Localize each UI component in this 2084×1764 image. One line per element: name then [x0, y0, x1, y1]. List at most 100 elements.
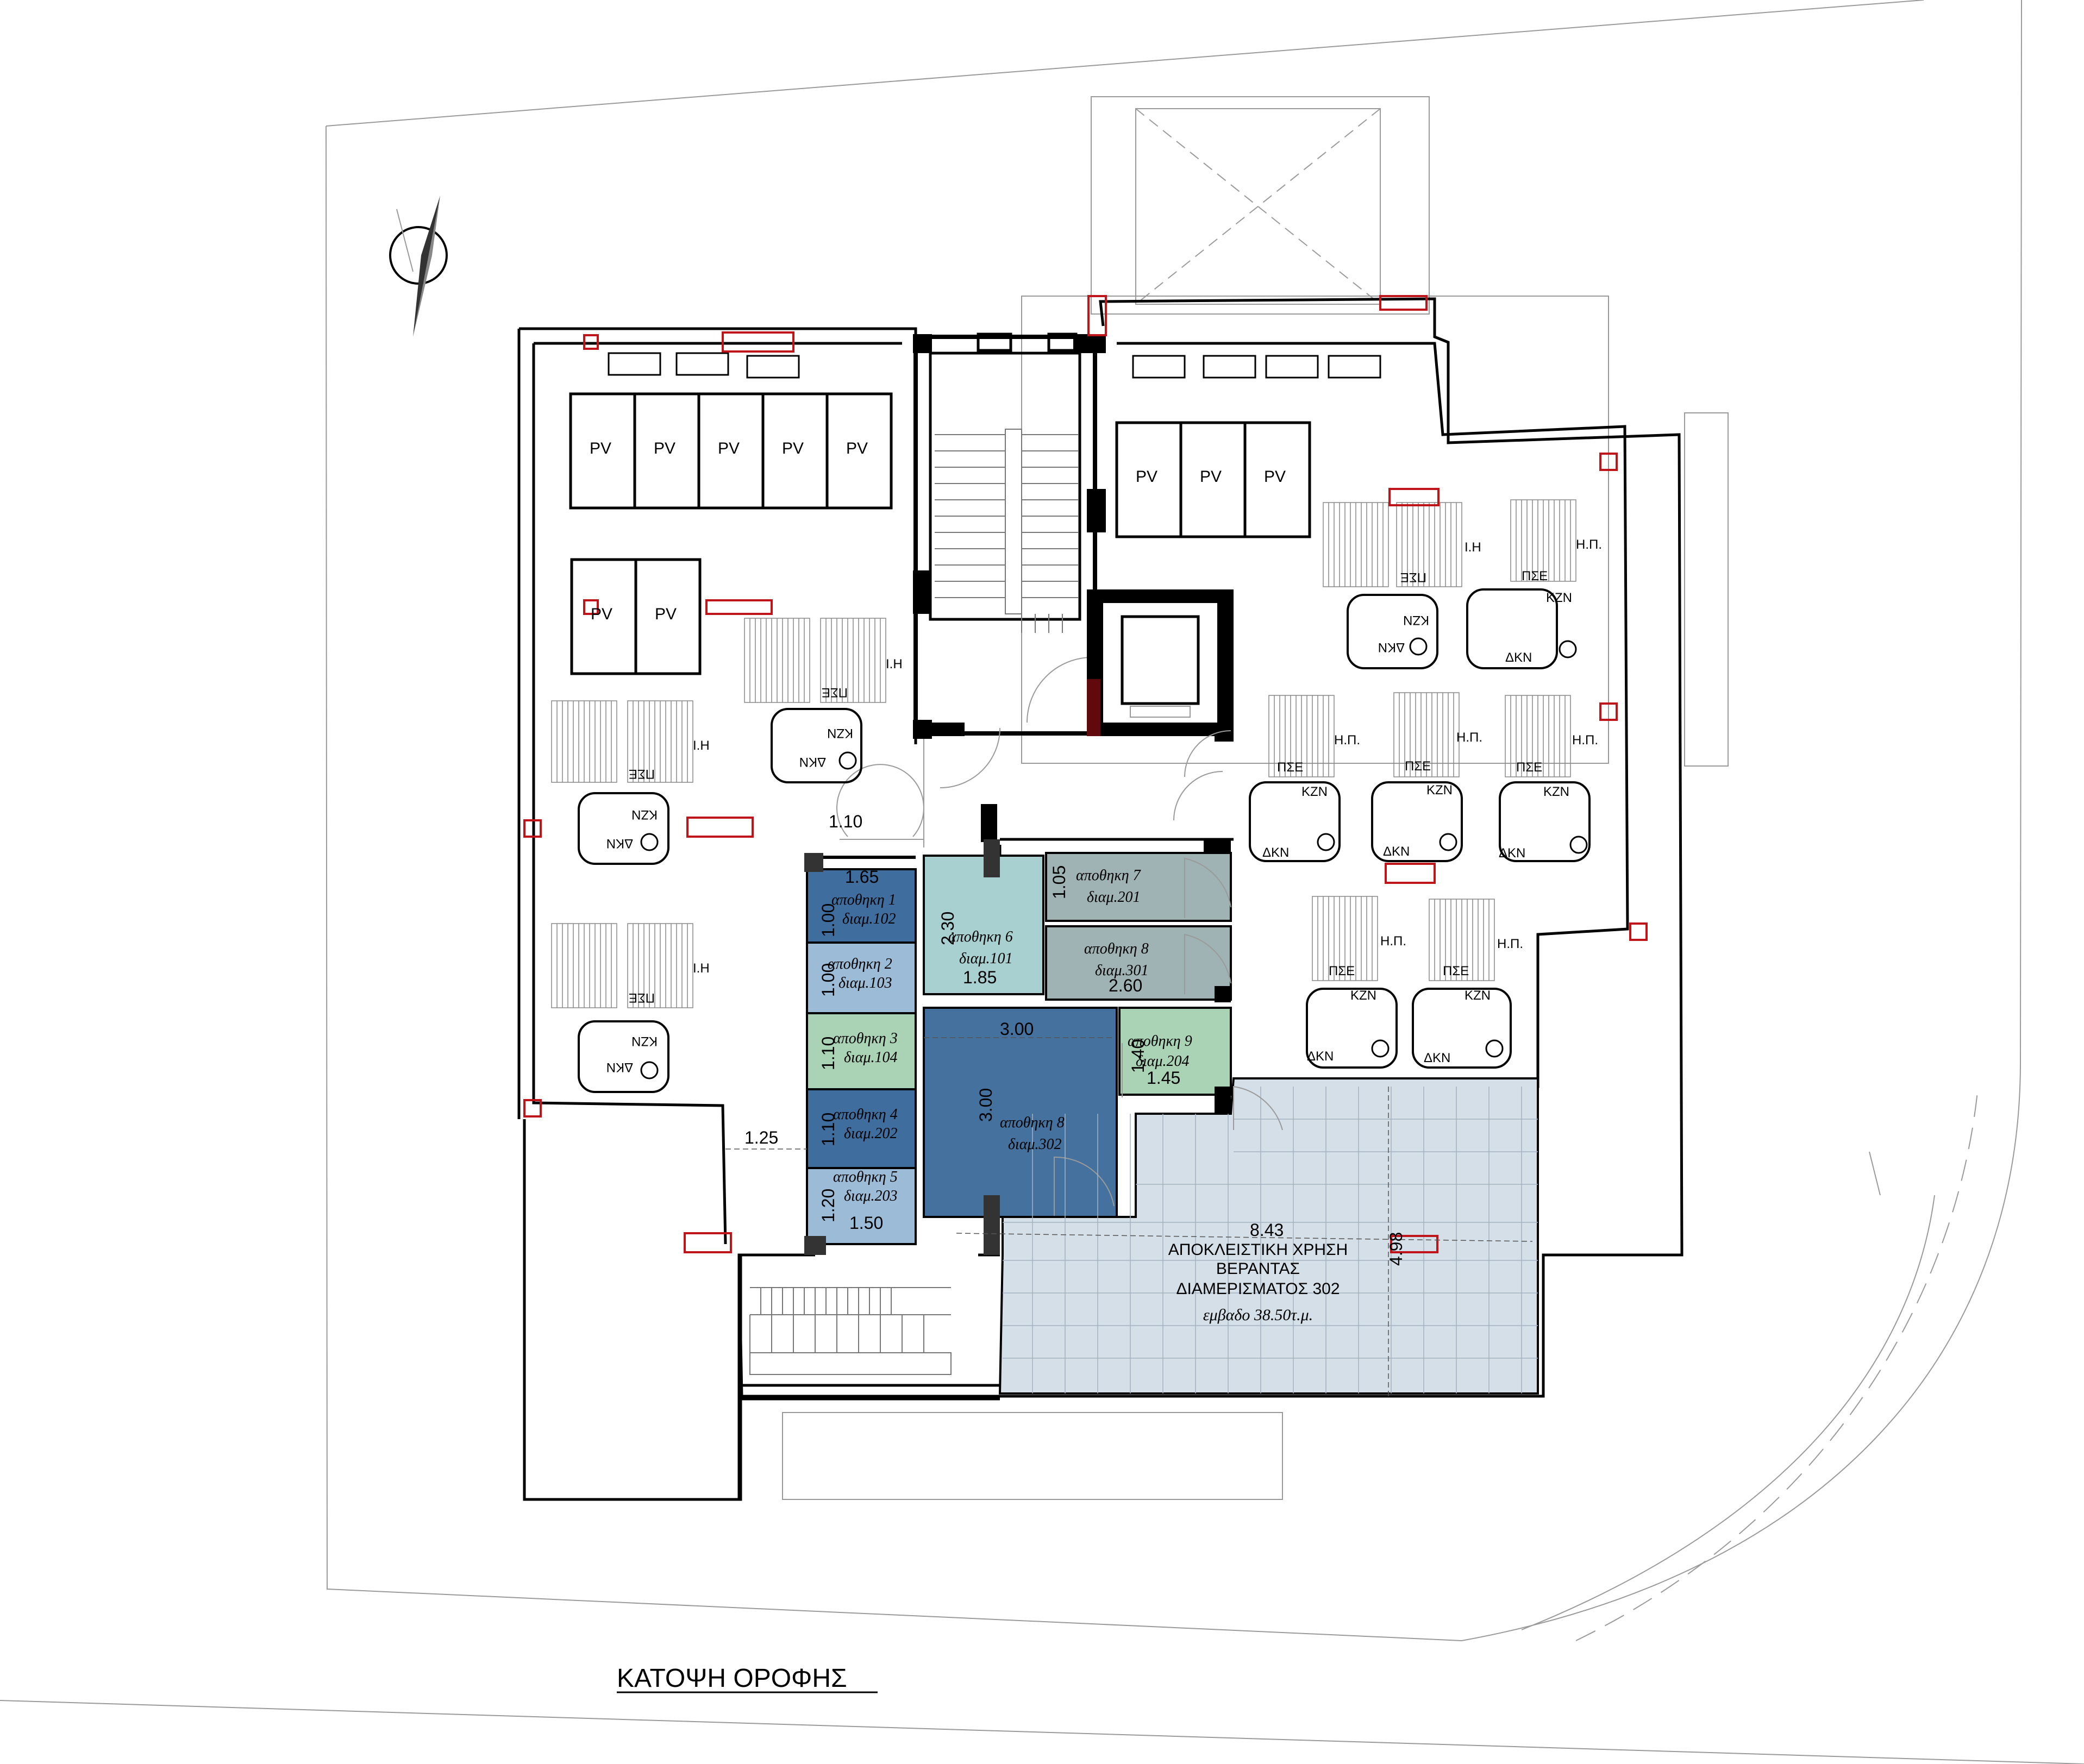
dkn-label: ΔΚΝ [606, 836, 633, 851]
hp-label: Η.Π. [1497, 937, 1523, 951]
storage-room-7 [1045, 852, 1232, 922]
kzn-label: ΚΖΝ [1301, 784, 1328, 799]
storage-area [804, 839, 1232, 1255]
kzn-label: ΚΖΝ [631, 1034, 658, 1049]
pv-label: PV [655, 605, 677, 623]
dkn-label: ΔΚΝ [1499, 846, 1525, 861]
pv-label: PV [718, 440, 740, 457]
kzn-label: ΚΖΝ [827, 726, 853, 740]
storage-1-unit: διαμ.102 [842, 911, 896, 927]
pse-label: ΠΣΕ [1443, 964, 1469, 978]
storage-room-1 [806, 868, 917, 944]
storage-4-name: αποθηκη 4 [833, 1106, 898, 1123]
dim-storage-4-depth: 1.10 [818, 1113, 838, 1146]
storage-3-name: αποθηκη 3 [833, 1030, 898, 1047]
dimension-lines [725, 1037, 1533, 1396]
dim-storage-8b-width: 3.00 [1000, 1019, 1034, 1039]
pv-panels-left-top [569, 392, 893, 510]
kzn-label: ΚΖΝ [631, 807, 658, 822]
kzn-label: ΚΖΝ [1465, 988, 1491, 1003]
pse-label: ΠΣΕ [1405, 759, 1431, 774]
dim-storage-3-depth: 1.10 [818, 1037, 838, 1070]
pv-label: PV [782, 440, 804, 457]
red-markers [523, 295, 1648, 1253]
dkn-label: ΔΚΝ [1307, 1049, 1334, 1064]
pse-label: ΠΣΕ [629, 767, 655, 781]
terrace-label: ΑΠΟΚΛΕΙΣΤΙΚΗ ΧΡΗΣΗ ΒΕΡΑΝΤΑΣ ΔΙΑΜΕΡΙΣΜΑΤΟ… [1168, 1241, 1348, 1324]
storage-room-6 [923, 855, 1044, 995]
storage-room-8b [923, 1007, 1118, 1218]
dim-storage-8b-depth: 3.00 [976, 1088, 996, 1122]
hp-label: Η.Π. [1456, 730, 1482, 745]
north-arrow [389, 196, 448, 337]
dkn-label: ΔΚΝ [799, 755, 826, 769]
pv-label: PV [1136, 468, 1157, 486]
kzn-label: ΚΖΝ [1543, 784, 1569, 799]
collector-right-1 [1323, 502, 1462, 587]
dim-terrace-depth: 4.98 [1386, 1232, 1406, 1266]
pse-label: ΠΣΕ [1329, 964, 1355, 978]
storage-5-name: αποθηκη 5 [833, 1169, 898, 1185]
ih-label: Ι.Η [693, 738, 710, 753]
dkn-label: ΔΚΝ [1505, 650, 1532, 665]
pv-label: PV [590, 440, 611, 457]
hp-label: Η.Π. [1576, 537, 1602, 552]
storage-8b-name: αποθηκη 8 [1000, 1114, 1065, 1131]
pse-label: ΠΣΕ [1277, 760, 1303, 775]
storage-room-4 [806, 1088, 917, 1169]
collector-right-2 [1510, 499, 1576, 582]
dim-storage-6-width: 1.85 [963, 968, 997, 987]
storage-7-unit: διαμ.201 [1087, 889, 1141, 906]
drawing-title: ΚΑΤΟΨΗ ΟΡΟΦΗΣ [617, 1664, 878, 1693]
stair-core [913, 332, 1106, 739]
storage-7-name: αποθηκη 7 [1076, 867, 1141, 884]
storage-9-name: αποθηκη 9 [1128, 1033, 1192, 1050]
hp-label: Η.Π. [1334, 733, 1360, 748]
pse-label: ΠΣΕ [1522, 569, 1548, 583]
dkn-label: ΔΚΝ [1262, 845, 1289, 860]
dkn-label: ΔΚΝ [1424, 1051, 1450, 1065]
dim-storage-7-depth: 1.05 [1049, 865, 1069, 899]
dkn-label: ΔΚΝ [606, 1060, 633, 1075]
storage-2-unit: διαμ.103 [838, 975, 892, 991]
ih-label: Ι.Η [886, 657, 903, 671]
storage-5-unit: διαμ.203 [844, 1188, 898, 1204]
dim-storage-2-depth: 1.00 [818, 963, 838, 997]
dim-storage-9-width: 1.45 [1147, 1068, 1180, 1088]
dkn-label: ΔΚΝ [1378, 640, 1405, 655]
ac-units [578, 588, 1591, 1093]
dkn-label: ΔΚΝ [1383, 844, 1410, 859]
equipment-labels: Ι.Η Ι.Η Ι.Η Ι.Η Η.Π. Η.Π. Η.Π. Η.Π. Η.Π.… [606, 537, 1602, 1075]
pv-label: PV [1264, 468, 1286, 486]
storage-3-unit: διαμ.104 [844, 1049, 898, 1066]
dim-storage-width: 1.65 [845, 867, 879, 887]
dim-storage-9-depth: 1.40 [1128, 1039, 1148, 1073]
storage-room-9 [1118, 1007, 1232, 1096]
ih-label: Ι.Η [1465, 540, 1481, 555]
terrace-line-2: ΒΕΡΑΝΤΑΣ [1216, 1260, 1300, 1278]
pse-label: ΠΣΕ [1400, 570, 1426, 585]
pse-label: ΠΣΕ [1516, 760, 1542, 775]
hp-label: Η.Π. [1380, 934, 1406, 949]
dim-terrace-width: 8.43 [1250, 1220, 1284, 1240]
ac-unit-circles [640, 637, 1588, 1079]
kzn-label: ΚΖΝ [1426, 783, 1453, 798]
solar-collectors [551, 499, 1576, 1008]
storage-labels: αποθηκη 1 διαμ.102 αποθηκη 2 διαμ.103 απ… [828, 867, 1192, 1204]
pv-label: PV [591, 605, 612, 623]
kzn-label: ΚΖΝ [1546, 591, 1572, 605]
terrace-line-4: εμβαδο 38.50τ.μ. [1203, 1306, 1313, 1324]
pv-panels-right [1115, 421, 1311, 538]
terrace-line-3: ΔΙΑΜΕΡΙΣΜΑΤΟΣ 302 [1176, 1280, 1340, 1298]
kzn-label: ΚΖΝ [1350, 988, 1376, 1003]
storage-4-unit: διαμ.202 [844, 1125, 898, 1142]
collector-right-row [1268, 692, 1571, 981]
pse-label: ΠΣΕ [822, 685, 848, 700]
corridor [836, 727, 1234, 858]
storage-room-8a [1045, 925, 1232, 1001]
pv-labels: PV PV PV PV PV PV PV PV PV PV [590, 440, 1286, 623]
storage-1-name: αποθηκη 1 [831, 892, 896, 908]
collector-left-1 [744, 618, 886, 703]
storage-2-name: αποθηκη 2 [828, 956, 892, 972]
